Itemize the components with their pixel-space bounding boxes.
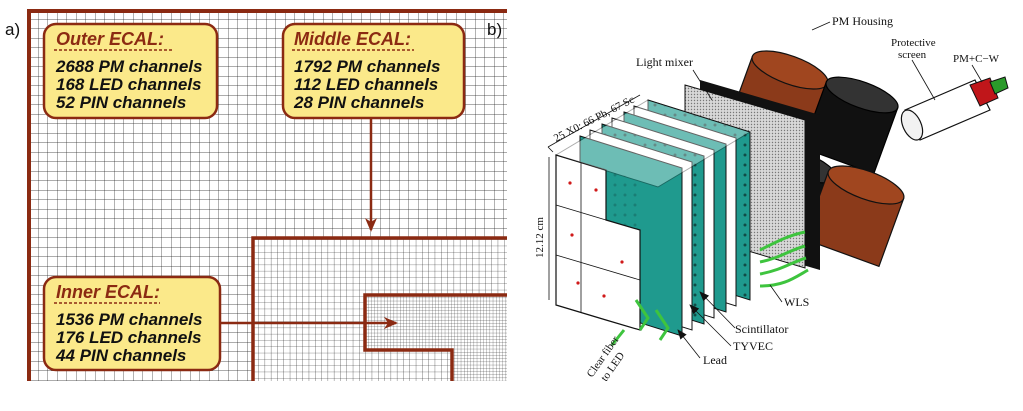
wls-fibers <box>759 230 809 288</box>
label-lead: Lead <box>703 353 727 367</box>
inner-ecal-pm: 1536 PM channels <box>56 310 202 329</box>
inner-border <box>363 293 507 381</box>
label-pm-cw: PM+C−W <box>953 53 1000 65</box>
middle-ecal-box: Middle ECAL: 1792 PM channels 112 LED ch… <box>281 22 466 120</box>
clear-fibers <box>610 299 670 346</box>
leader-light-mixer <box>692 69 713 101</box>
label-tyvec: TYVEC <box>733 339 773 353</box>
middle-ecal-pm: 1792 PM channels <box>294 57 440 76</box>
pm-cw-unit <box>969 76 1009 107</box>
label-protective-1: Protective <box>891 37 936 49</box>
middle-ecal-led: 112 LED channels <box>294 75 438 94</box>
leader-lead <box>677 329 701 359</box>
outer-ecal-pin: 52 PIN channels <box>56 93 186 112</box>
label-scintillator: Scintillator <box>735 322 788 336</box>
dimension-side: 12.12 cm <box>534 157 550 300</box>
inner-ecal-pin: 44 PIN channels <box>55 346 186 365</box>
panel-b-letter: b) <box>487 20 502 39</box>
outer-ecal-pm: 2688 PM channels <box>55 57 202 76</box>
middle-ecal-box-bg <box>281 22 466 120</box>
leader-pm-housing <box>811 21 831 31</box>
label-wls: WLS <box>784 295 809 309</box>
leader-tyvec <box>689 304 732 347</box>
label-pm-housing: PM Housing <box>832 14 893 28</box>
middle-ecal-pin: 28 PIN channels <box>293 93 424 112</box>
leader-scintillator <box>699 291 736 329</box>
label-light-mixer: Light mixer <box>636 55 693 69</box>
protective-screen <box>900 79 991 141</box>
leader-wls <box>769 284 783 303</box>
outer-ecal-title: Outer ECAL: <box>56 29 164 49</box>
label-protective-2: screen <box>898 49 927 61</box>
outer-border <box>27 9 507 381</box>
pm-tube-4 <box>803 165 905 268</box>
panel-b: b) <box>487 14 1009 384</box>
dimension-side-label: 12.12 cm <box>534 217 546 258</box>
middle-border <box>251 236 507 381</box>
inner-ecal-led: 176 LED channels <box>56 328 202 347</box>
pm-tube-2 <box>801 76 899 175</box>
outer-ecal-box: Outer ECAL: 2688 PM channels 168 LED cha… <box>42 22 219 120</box>
panel-a: a) Outer ECAL: 2688 PM channels 168 LED … <box>5 9 507 381</box>
inner-region <box>365 295 507 381</box>
outer-ecal-box-bg <box>42 22 219 120</box>
inner-ecal-title: Inner ECAL: <box>56 282 160 302</box>
module-stack <box>554 99 752 337</box>
inner-ecal-box: Inner ECAL: 1536 PM channels 176 LED cha… <box>42 275 222 372</box>
leader-protective <box>911 59 936 101</box>
middle-ecal-title: Middle ECAL: <box>294 29 411 49</box>
outer-ecal-led: 168 LED channels <box>56 75 202 94</box>
leader-pm-cw <box>971 64 983 83</box>
panel-a-letter: a) <box>5 20 20 39</box>
